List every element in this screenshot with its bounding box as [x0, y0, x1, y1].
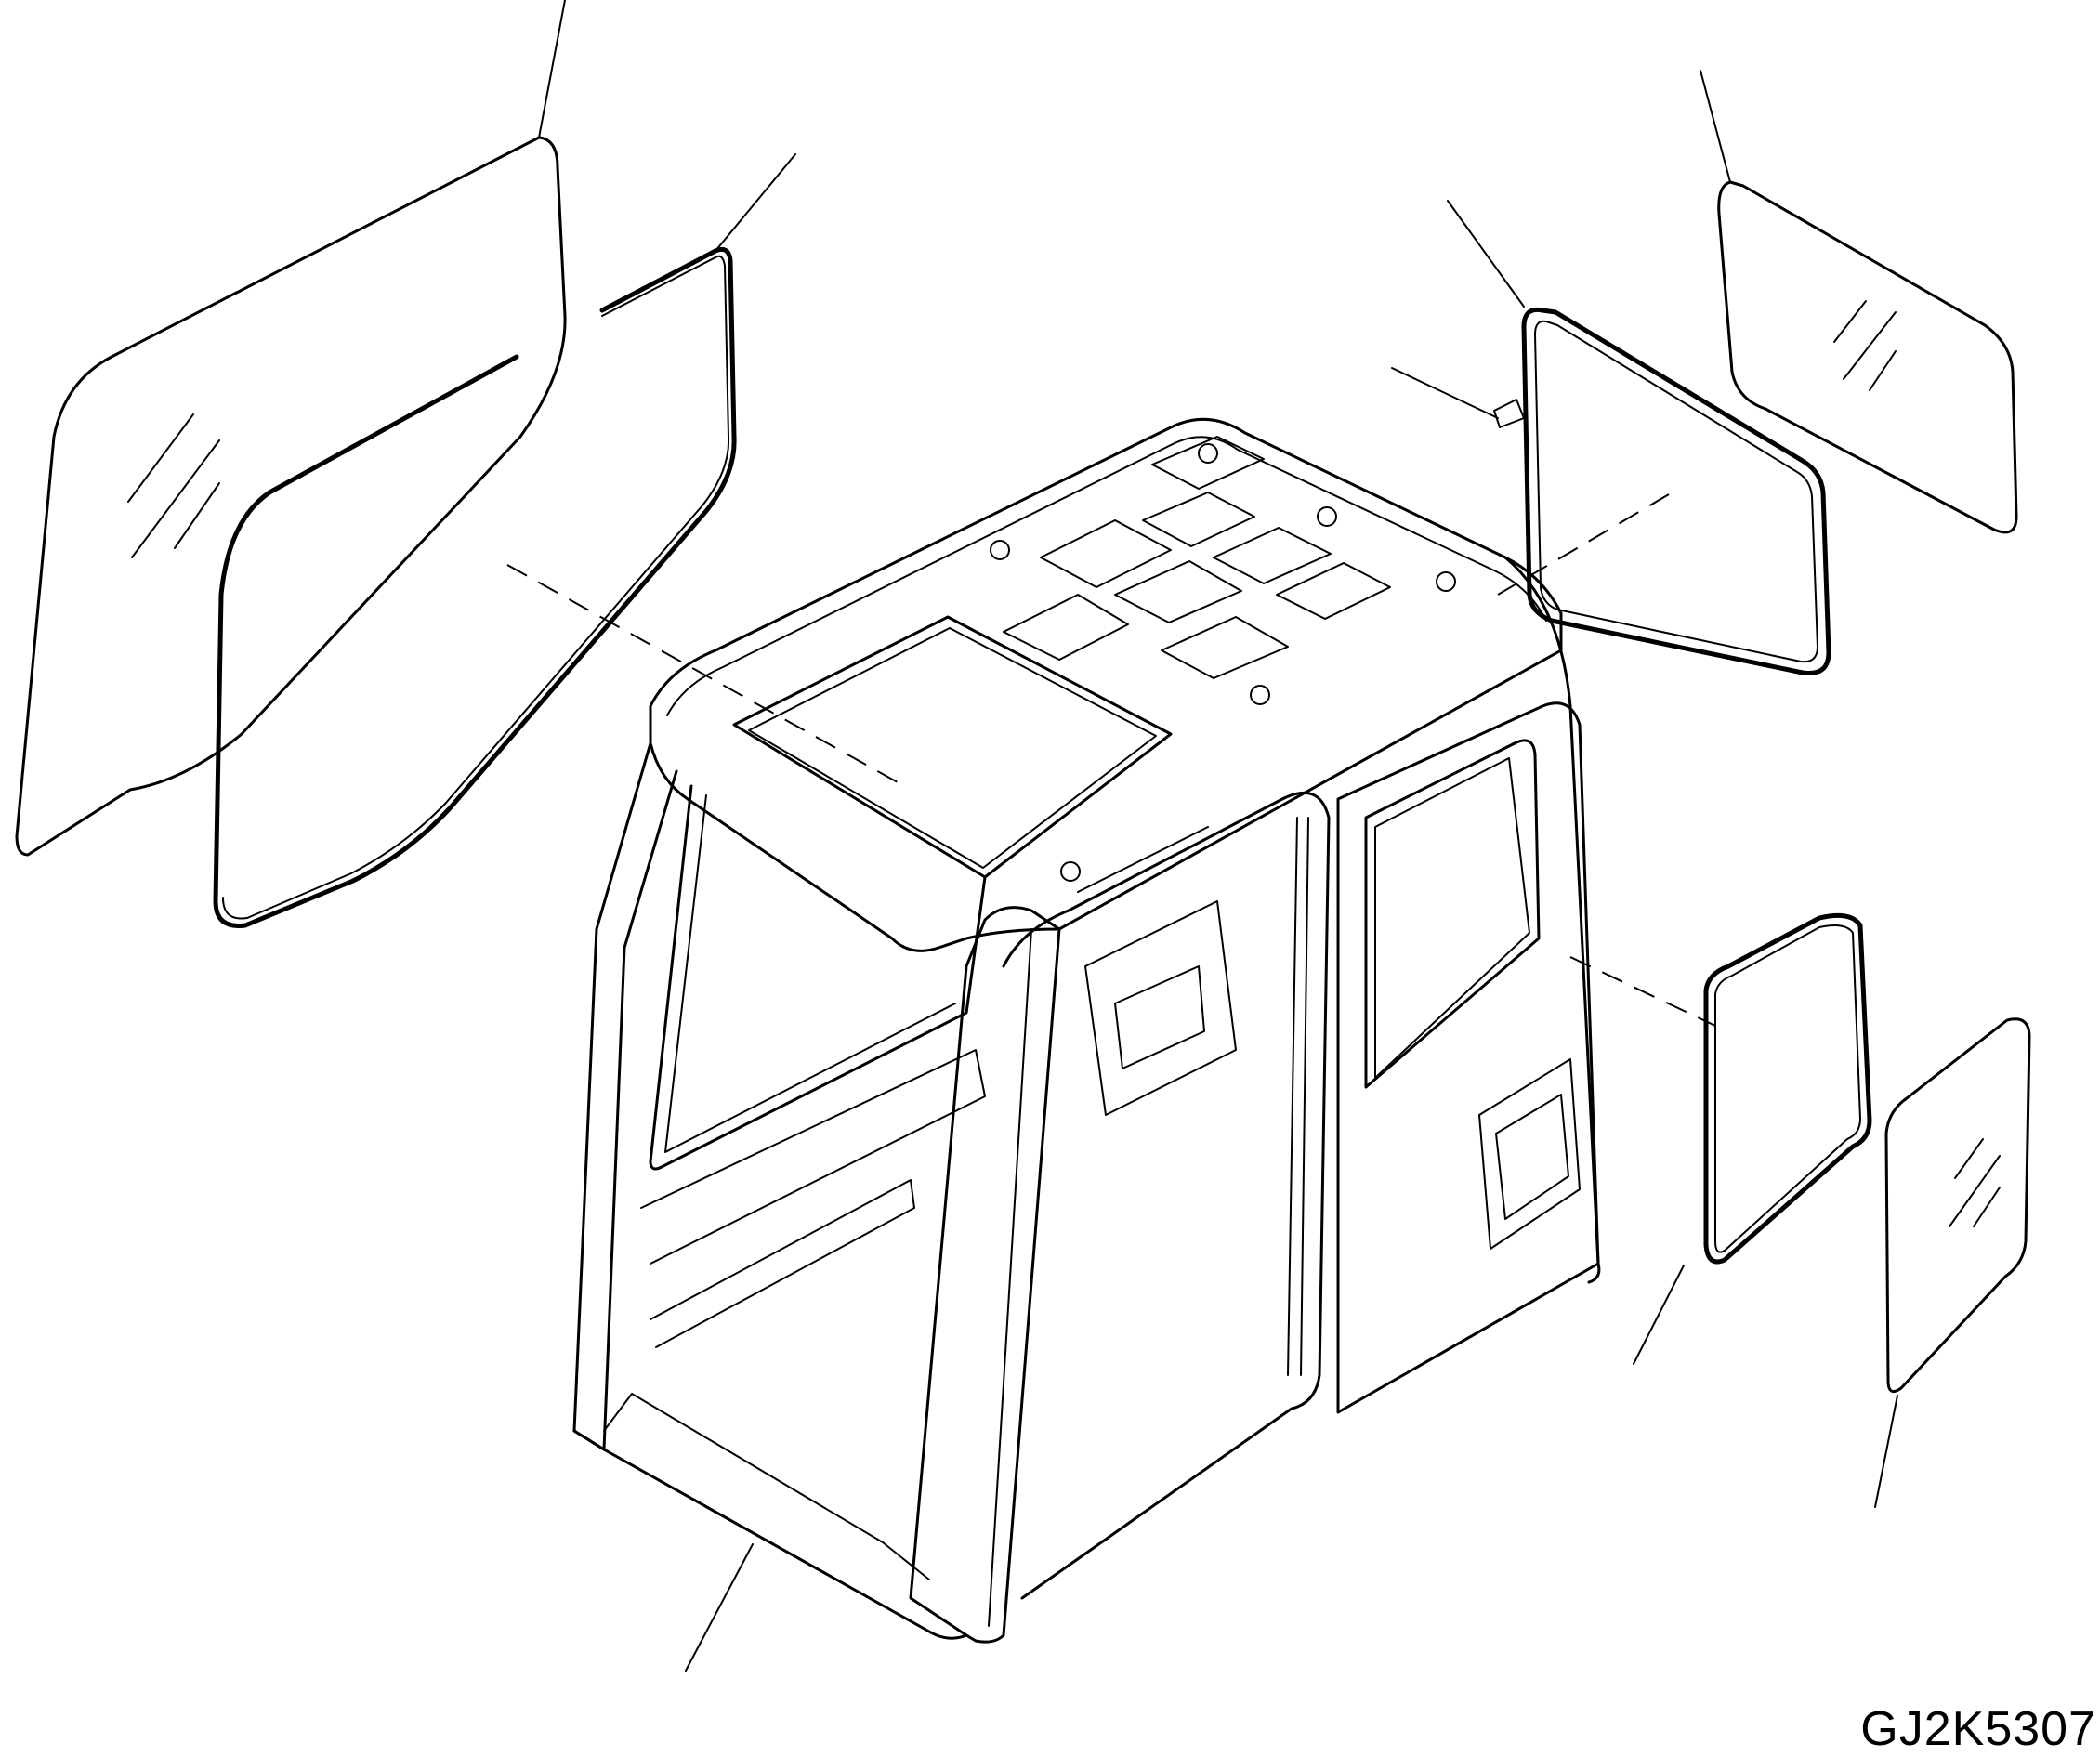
drawing-number: GJ2K5307 [1860, 1702, 2096, 1756]
right-window-frame [1493, 307, 1831, 676]
leader-lines [538, 0, 1898, 1672]
dash-line-right-lower [1569, 956, 1716, 1027]
dash-line-right-top [1497, 493, 1670, 596]
left-large-glass [15, 136, 567, 857]
right-lower-glass-a [1703, 912, 1872, 1265]
leader-line-right-lower-glass-b [1874, 1395, 1898, 1508]
right-top-glass [1717, 180, 2018, 534]
cab-frame [572, 417, 1601, 1644]
leader-line-cab-frame [685, 1543, 754, 1672]
leader-line-left-rear-glass [715, 153, 796, 252]
leader-line-right-top-glass [1700, 70, 1731, 183]
leader-line-left-large-glass [538, 0, 566, 138]
assembly-dash-lines [506, 493, 1716, 1027]
leader-line-right-frame-clip [1391, 367, 1499, 419]
dash-line-left [506, 564, 899, 783]
leader-line-right-frame [1447, 200, 1525, 308]
right-lower-glass-b [1884, 1017, 2031, 1394]
leader-line-right-lower-glass-a [1633, 1265, 1685, 1365]
left-rear-glass [213, 246, 737, 928]
